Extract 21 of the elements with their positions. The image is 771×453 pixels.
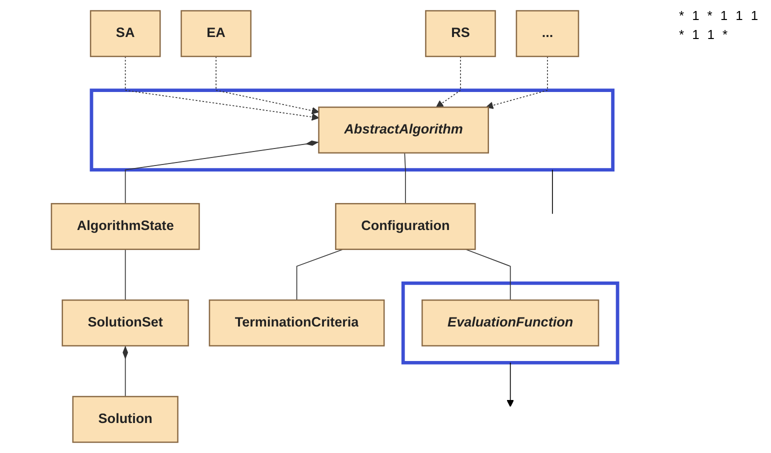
class-box: EvaluationFunction <box>422 299 600 346</box>
multiplicity-label: 1 <box>692 27 700 42</box>
multiplicity-label: * <box>679 8 684 23</box>
multiplicity-label: * <box>679 27 684 42</box>
class-box: RS <box>425 10 496 58</box>
class-box: ... <box>516 10 580 58</box>
multiplicity-label: * <box>722 27 728 42</box>
class-box: EA <box>180 10 252 58</box>
multiplicity-label: 1 <box>692 8 700 23</box>
multiplicity-label: 1 <box>707 27 715 42</box>
class-box: Configuration <box>335 203 476 250</box>
multiplicity-label: 1 <box>750 8 758 23</box>
class-box: AlgorithmState <box>50 203 200 250</box>
class-box: AbstractAlgorithm <box>318 106 489 154</box>
multiplicity-label: 1 <box>736 8 743 23</box>
class-box: SA <box>90 10 161 58</box>
class-box: TerminationCriteria <box>208 299 385 346</box>
multiplicity-label: 1 <box>720 8 728 23</box>
class-box: SolutionSet <box>62 299 189 346</box>
multiplicity-label: * <box>707 8 712 23</box>
class-box: Solution <box>72 396 178 443</box>
